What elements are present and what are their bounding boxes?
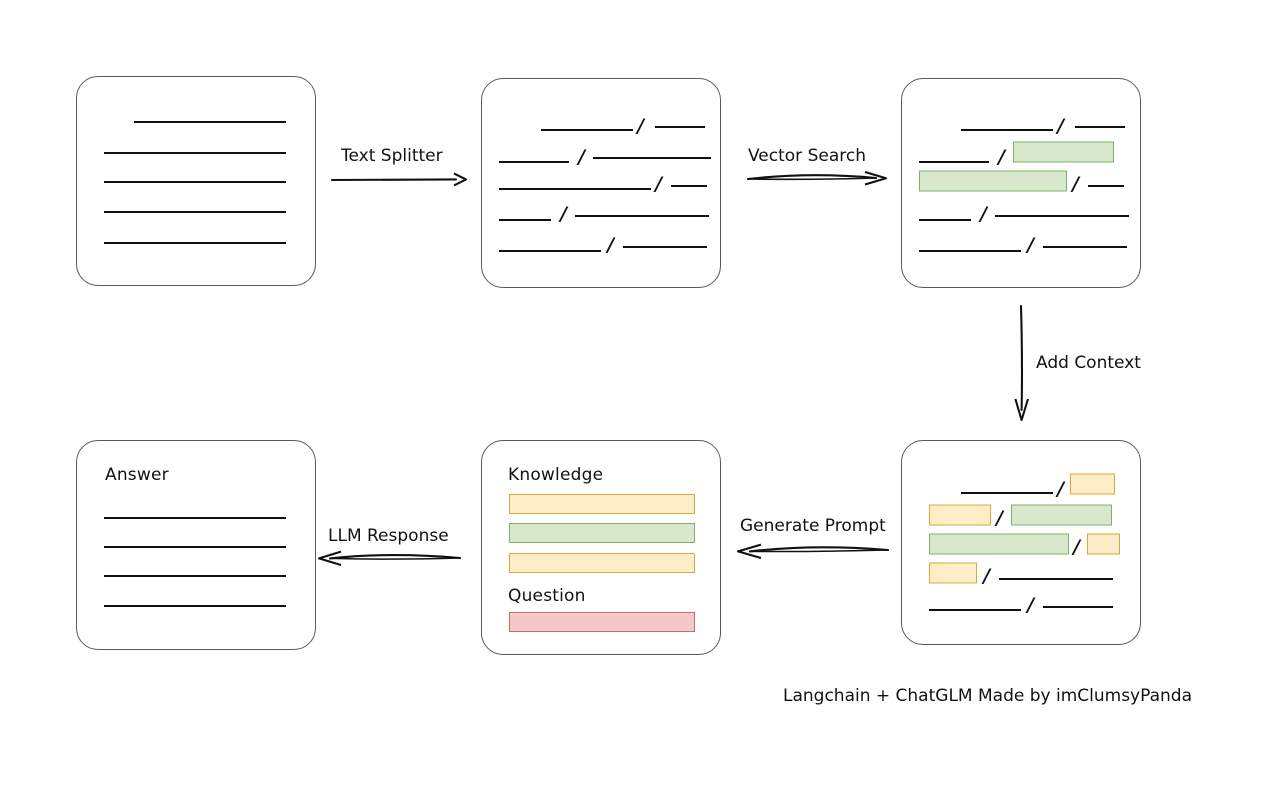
context-chunks-line-2-highlight — [929, 504, 991, 526]
split-chunks-line-5-slash: / — [607, 234, 614, 257]
context-chunks-line-2-slash: / — [996, 507, 1003, 530]
source-document-line-2 — [104, 152, 286, 154]
context-chunks-line-4-seg-2 — [999, 578, 1113, 580]
prompt-question-heading: Question — [508, 586, 586, 606]
prompt-knowledge-heading: Knowledge — [508, 465, 604, 485]
answer-line-3 — [104, 575, 286, 577]
arrow-vector-search — [746, 170, 888, 186]
edge-label-llm-response: LLM Response — [328, 526, 449, 546]
edge-label-generate-prompt: Generate Prompt — [740, 516, 886, 536]
split-chunks-line-2-slash: / — [578, 146, 585, 169]
retrieved-chunks-line-2-seg-1 — [919, 161, 989, 163]
retrieved-chunks-line-2-highlight — [1013, 141, 1114, 163]
source-document-line-4 — [104, 211, 286, 213]
retrieved-chunks-line-4-seg-2 — [995, 215, 1129, 217]
retrieved-chunks-line-2-slash: / — [998, 146, 1005, 169]
context-chunks-line-3-highlight — [929, 533, 1069, 555]
context-chunks-line-5-seg-2 — [1043, 606, 1113, 608]
arrow-generate-prompt — [736, 543, 890, 560]
context-chunks-line-2-highlight-2 — [1011, 504, 1112, 526]
context-chunks-line-1-seg-1 — [961, 492, 1053, 494]
answer-line-2 — [104, 546, 286, 548]
split-chunks-line-1-seg-1 — [541, 129, 633, 131]
arrow-add-context — [1014, 304, 1030, 422]
retrieved-chunks-line-3-slash: / — [1072, 173, 1079, 196]
context-chunks-line-3-slash: / — [1073, 536, 1080, 559]
retrieved-chunks-line-1-seg-2 — [1075, 126, 1125, 128]
split-chunks-line-4-seg-2 — [575, 215, 709, 217]
retrieved-chunks-line-5-seg-1 — [919, 250, 1021, 252]
split-chunks-line-4-slash: / — [560, 203, 567, 226]
prompt-knowledge-bar-1 — [509, 494, 695, 514]
context-chunks-line-4-slash: / — [983, 565, 990, 588]
retrieved-chunks-line-4-seg-1 — [919, 219, 971, 221]
node-answer[interactable] — [76, 440, 316, 650]
split-chunks-line-4-seg-1 — [499, 219, 551, 221]
retrieved-chunks-line-1-seg-1 — [961, 129, 1053, 131]
retrieved-chunks-line-1-slash: / — [1057, 115, 1064, 138]
retrieved-chunks-line-5-seg-2 — [1043, 246, 1127, 248]
answer-heading: Answer — [105, 465, 169, 485]
answer-line-1 — [104, 517, 286, 519]
arrow-llm-response — [317, 550, 462, 567]
context-chunks-line-1-highlight — [1070, 473, 1115, 495]
split-chunks-line-1-slash: / — [637, 115, 644, 138]
split-chunks-line-3-seg-1 — [499, 188, 651, 190]
retrieved-chunks-line-5-slash: / — [1027, 234, 1034, 257]
edge-label-text-splitter: Text Splitter — [341, 146, 443, 166]
edge-label-vector-search: Vector Search — [748, 146, 866, 166]
footer-credit: Langchain + ChatGLM Made by imClumsyPand… — [783, 686, 1192, 706]
split-chunks-line-5-seg-1 — [499, 250, 601, 252]
arrow-text-splitter — [330, 172, 468, 187]
prompt-question-bar-1 — [509, 612, 695, 632]
context-chunks-line-4-highlight — [929, 562, 977, 584]
edge-label-add-context: Add Context — [1036, 353, 1141, 373]
context-chunks-line-5-seg-1 — [929, 609, 1021, 611]
split-chunks-line-5-seg-2 — [623, 246, 707, 248]
retrieved-chunks-line-3-highlight — [919, 170, 1067, 192]
source-document-line-1 — [134, 121, 286, 123]
split-chunks-line-2-seg-2 — [593, 157, 711, 159]
split-chunks-line-3-seg-2 — [671, 185, 707, 187]
retrieved-chunks-line-3-seg-2 — [1088, 185, 1124, 187]
prompt-knowledge-bar-2 — [509, 523, 695, 543]
prompt-knowledge-bar-3 — [509, 553, 695, 573]
context-chunks-line-3-highlight-2 — [1087, 533, 1120, 555]
source-document-line-3 — [104, 181, 286, 183]
split-chunks-line-3-slash: / — [655, 173, 662, 196]
split-chunks-line-1-seg-2 — [655, 126, 705, 128]
split-chunks-line-2-seg-1 — [499, 161, 569, 163]
answer-line-4 — [104, 605, 286, 607]
context-chunks-line-1-slash: / — [1057, 478, 1064, 501]
retrieved-chunks-line-4-slash: / — [980, 203, 987, 226]
source-document-line-5 — [104, 242, 286, 244]
node-split-chunks[interactable] — [481, 78, 721, 288]
context-chunks-line-5-slash: / — [1027, 594, 1034, 617]
